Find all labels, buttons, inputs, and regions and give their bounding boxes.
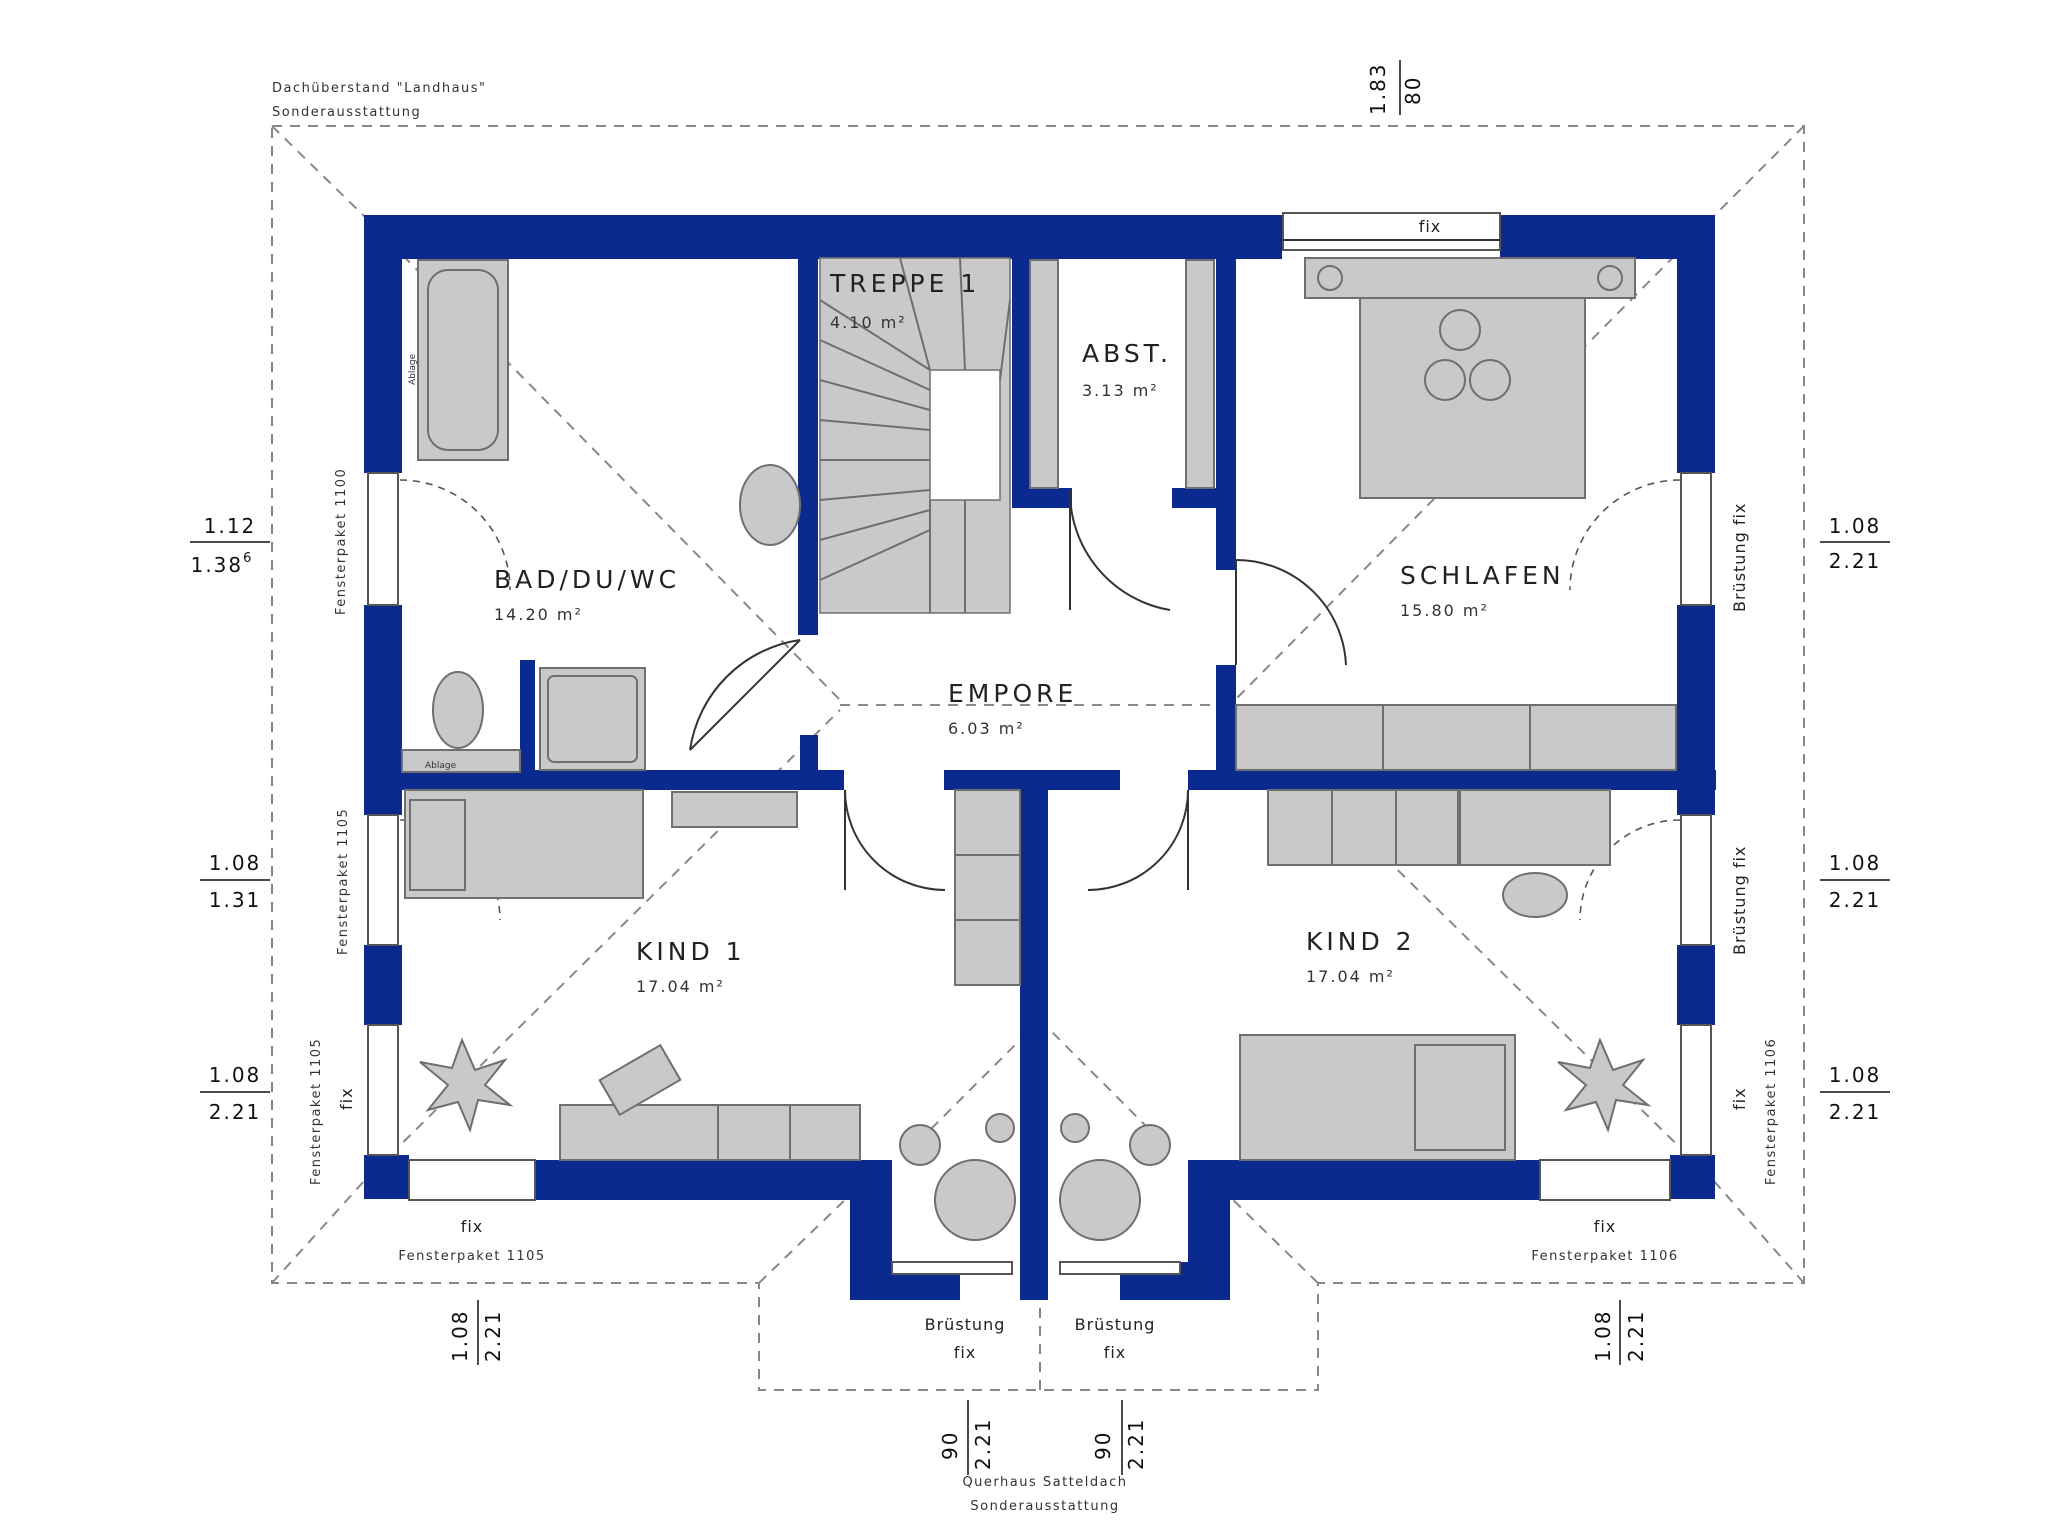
dim-right-3-b: 2.21: [1829, 1100, 1882, 1124]
dim-bottom-left-a: 1.08: [448, 1309, 472, 1362]
note-cross-gable-2: Sonderausstattung: [970, 1499, 1119, 1514]
room-area-bad: 14.20 m²: [494, 605, 583, 624]
label-fix-kind2: fix: [1594, 1217, 1617, 1236]
plant-kind2: [1557, 1037, 1652, 1134]
dim-top-b: 80: [1401, 76, 1425, 105]
label-fix-gable-right: fix: [1104, 1343, 1127, 1362]
label-fensterpaket-1105-side: Fensterpaket 1105: [336, 808, 351, 955]
note-roof-overhang-2: Sonderausstattung: [272, 105, 421, 120]
label-fensterpaket-1100: Fensterpaket 1100: [334, 468, 349, 615]
wardrobe-kind2: [1267, 789, 1459, 866]
label-ablage-wc: Ablage: [425, 761, 457, 771]
dim-bottom-right-b: 2.21: [1624, 1309, 1648, 1362]
room-name-kind1: KIND 1: [636, 937, 746, 966]
label-fensterpaket-1106-side: Fensterpaket 1106: [1764, 1038, 1779, 1185]
window-gable-left: [891, 1261, 1013, 1275]
desk-kind1: [671, 791, 798, 828]
room-area-treppe: 4.10 m²: [830, 313, 907, 332]
room-name-treppe: TREPPE 1: [829, 269, 980, 298]
room-area-schlafen: 15.80 m²: [1400, 601, 1489, 620]
bed-kind1: [404, 789, 644, 899]
label-bruestung-fix-kind2: Brüstung fix: [1730, 846, 1749, 955]
bathtub: [417, 259, 509, 461]
label-fensterpaket-1106-bottom: Fensterpaket 1106: [1531, 1249, 1678, 1264]
wardrobe-schlafen: [1235, 704, 1677, 771]
label-bruestung-fix-schlafen: Brüstung fix: [1730, 503, 1749, 612]
label-fix-kind1: fix: [461, 1217, 484, 1236]
window-top-schlafen: [1282, 212, 1501, 251]
label-fensterpaket-1105-lower: Fensterpaket 1105: [309, 1038, 324, 1185]
sink: [739, 464, 801, 546]
window-kind1-lower: [367, 1024, 399, 1156]
storage-shelf-left: [1029, 259, 1059, 489]
room-area-kind2: 17.04 m²: [1306, 967, 1395, 986]
plant-kind1: [419, 1037, 514, 1134]
window-gable-right: [1059, 1261, 1181, 1275]
window-kind1-bottom: [408, 1159, 536, 1201]
windows: [367, 212, 1712, 1275]
dim-left-2-a: 1.08: [209, 851, 262, 875]
dim-bottom-mid-left-b: 2.21: [971, 1417, 995, 1470]
dimension-markers: [190, 60, 1890, 1475]
label-fix-kind1-side: fix: [337, 1087, 356, 1110]
bed-kind2: [1239, 1034, 1516, 1161]
dim-bottom-right-a: 1.08: [1591, 1309, 1615, 1362]
doors: [399, 479, 1681, 921]
label-fix-gable-left: fix: [954, 1343, 977, 1362]
furniture: [401, 257, 1677, 1241]
note-roof-overhang-1: Dachüberstand "Landhaus": [272, 81, 487, 96]
shower-tray: [539, 667, 646, 771]
label-fix-kind2-side: fix: [1730, 1087, 1749, 1110]
desk-chair: [1502, 872, 1568, 918]
dim-right-2-b: 2.21: [1829, 888, 1882, 912]
lounge-left: [899, 1113, 1016, 1241]
window-kind2-bottom: [1539, 1159, 1671, 1201]
room-name-kind2: KIND 2: [1306, 927, 1416, 956]
window-schlafen: [1680, 472, 1712, 606]
dim-top-a: 1.83: [1366, 62, 1390, 115]
dim-left-3-a: 1.08: [209, 1063, 262, 1087]
dim-right-1-a: 1.08: [1829, 514, 1882, 538]
room-name-empore: EMPORE: [948, 679, 1077, 708]
lounge-right: [1059, 1113, 1171, 1241]
note-cross-gable-1: Querhaus Satteldach: [962, 1475, 1127, 1490]
dim-right-2-a: 1.08: [1829, 851, 1882, 875]
room-area-abst: 3.13 m²: [1082, 381, 1159, 400]
double-bed: [1304, 257, 1636, 499]
room-name-schlafen: SCHLAFEN: [1400, 561, 1565, 590]
dim-bottom-mid-left-a: 90: [938, 1431, 962, 1460]
label-bruestung-right: Brüstung: [1075, 1315, 1156, 1334]
storage-shelf-right: [1185, 259, 1215, 489]
desk-kind2: [1459, 789, 1611, 866]
room-name-bad: BAD/DU/WC: [494, 565, 680, 594]
toilet: [432, 671, 484, 749]
room-area-kind1: 17.04 m²: [636, 977, 725, 996]
dim-left-1-b: 1.386: [191, 551, 254, 577]
wardrobe-center: [954, 789, 1021, 986]
staircase: [819, 257, 1011, 614]
dim-right-3-a: 1.08: [1829, 1063, 1882, 1087]
dim-bottom-left-b: 2.21: [481, 1309, 505, 1362]
room-name-abst: ABST.: [1082, 339, 1172, 368]
label-fensterpaket-1105-bottom: Fensterpaket 1105: [398, 1249, 545, 1264]
dim-left-1-a: 1.12: [204, 514, 257, 538]
dim-bottom-mid-right-a: 90: [1091, 1431, 1115, 1460]
window-kind2-upper: [1680, 814, 1712, 946]
window-kind1-upper: [367, 814, 399, 946]
walls: [364, 215, 1716, 1300]
dim-left-3-b: 2.21: [209, 1100, 262, 1124]
label-ablage-tub: Ablage: [408, 353, 418, 385]
sofa-kind1: [559, 1043, 861, 1161]
dim-left-2-b: 1.31: [209, 888, 262, 912]
room-area-empore: 6.03 m²: [948, 719, 1025, 738]
window-kind2-lower: [1680, 1024, 1712, 1156]
window-bad: [367, 472, 399, 606]
label-bruestung-left: Brüstung: [925, 1315, 1006, 1334]
label-fix-top: fix: [1419, 217, 1442, 236]
dim-right-1-b: 2.21: [1829, 549, 1882, 573]
dim-bottom-mid-right-b: 2.21: [1124, 1417, 1148, 1470]
